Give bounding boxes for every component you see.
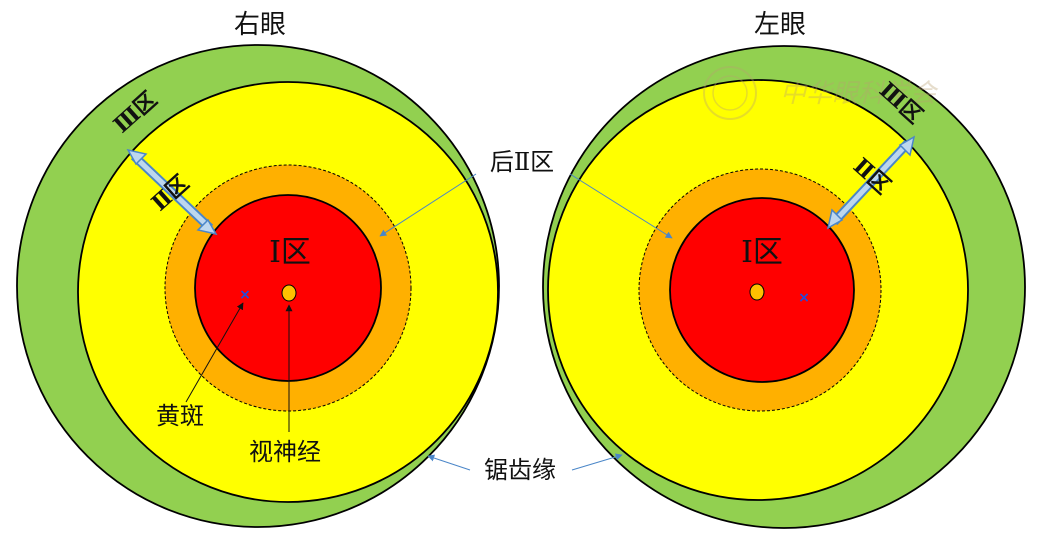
zone2-width-arrow-right — [126, 148, 218, 236]
left-eye-title: 左眼 — [754, 10, 806, 40]
left-eye-diagram: × — [542, 45, 1026, 529]
optic-disc-right — [281, 284, 297, 302]
zone1-label-left: Ⅰ区 — [741, 235, 783, 270]
macula-mark-right: × — [239, 287, 251, 303]
ora-serrata-label: 锯齿缘 — [484, 456, 556, 484]
callout-posterior-zone2 — [379, 173, 673, 239]
posterior-zone2-label: 后Ⅱ区 — [490, 148, 554, 176]
zone1-label-right: Ⅰ区 — [269, 235, 311, 270]
callout-macula — [185, 302, 244, 403]
callout-ora-serrata — [427, 453, 623, 471]
optic-disc-left — [749, 283, 765, 301]
watermark-seal-icon — [703, 66, 757, 120]
optic-nerve-label: 视神经 — [249, 438, 321, 466]
macula-label: 黄斑 — [156, 402, 204, 430]
watermark-text: 中华眼科学会 — [780, 79, 939, 109]
right-eye-title: 右眼 — [234, 10, 286, 40]
macula-mark-left: × — [798, 290, 810, 306]
watermark: 中华眼科学会 — [703, 66, 939, 120]
zone2-width-arrow-left — [826, 135, 916, 230]
